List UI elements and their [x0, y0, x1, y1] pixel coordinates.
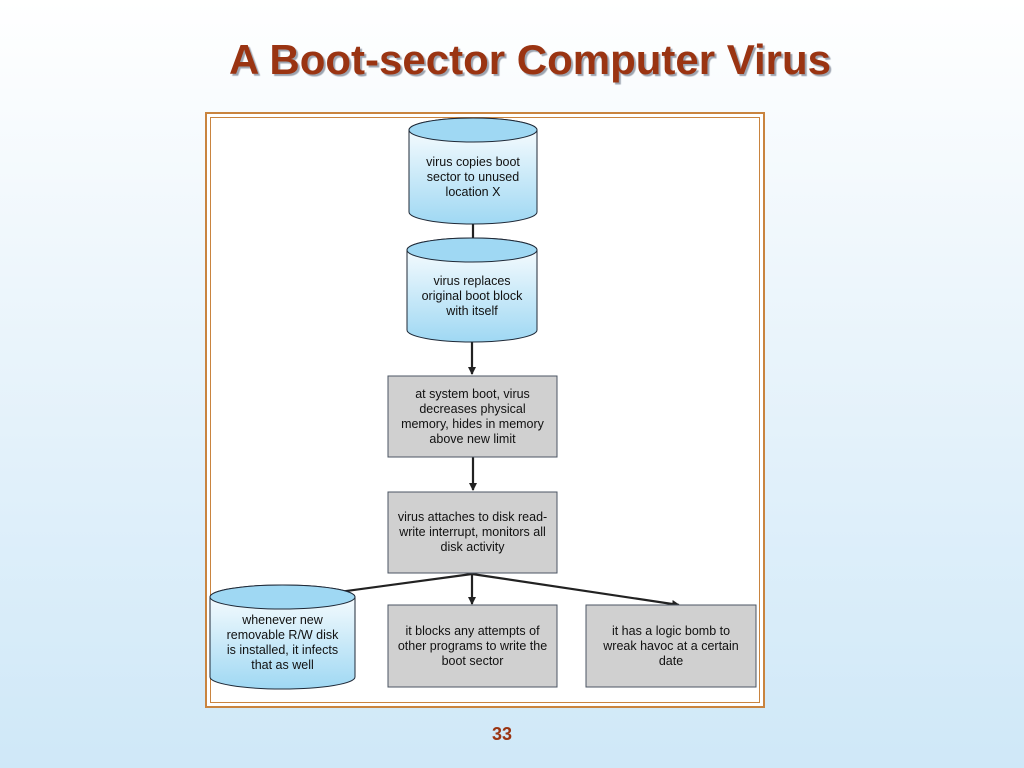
node-label-block: it blocks any attempts of other programs…	[397, 623, 548, 668]
node-label-bomb: it has a logic bomb to wreak havoc at a …	[603, 623, 739, 668]
node-replace	[406, 237, 538, 343]
process-box	[585, 604, 757, 688]
node-boot	[387, 375, 558, 458]
node-attach	[387, 491, 558, 574]
cylinder-top	[406, 237, 538, 263]
node-bomb	[585, 604, 757, 688]
page-number: 33	[491, 724, 513, 744]
node-label-boot: at system boot, virus decreases physical…	[401, 386, 544, 446]
diagram-frame-inner-border	[210, 117, 760, 703]
node-label-copy: virus copies boot sector to unused locat…	[426, 154, 520, 199]
node-copy	[408, 117, 538, 225]
cylinder-top	[408, 117, 538, 143]
process-box	[387, 375, 558, 458]
flowchart-nodes	[209, 117, 757, 690]
node-infect	[209, 584, 356, 690]
process-box	[387, 604, 558, 688]
node-label-attach: virus attaches to disk read-write interr…	[397, 510, 548, 554]
node-label-infect: whenever new removable R/W disk is insta…	[226, 613, 339, 672]
node-label-replace: virus replaces original boot block with …	[421, 273, 523, 318]
cylinder-top	[209, 584, 356, 610]
node-block	[387, 604, 558, 688]
slide-title: A Boot-sector Computer Virus	[228, 36, 832, 83]
process-box	[387, 491, 558, 574]
edge-attach-to-bomb	[471, 572, 680, 608]
